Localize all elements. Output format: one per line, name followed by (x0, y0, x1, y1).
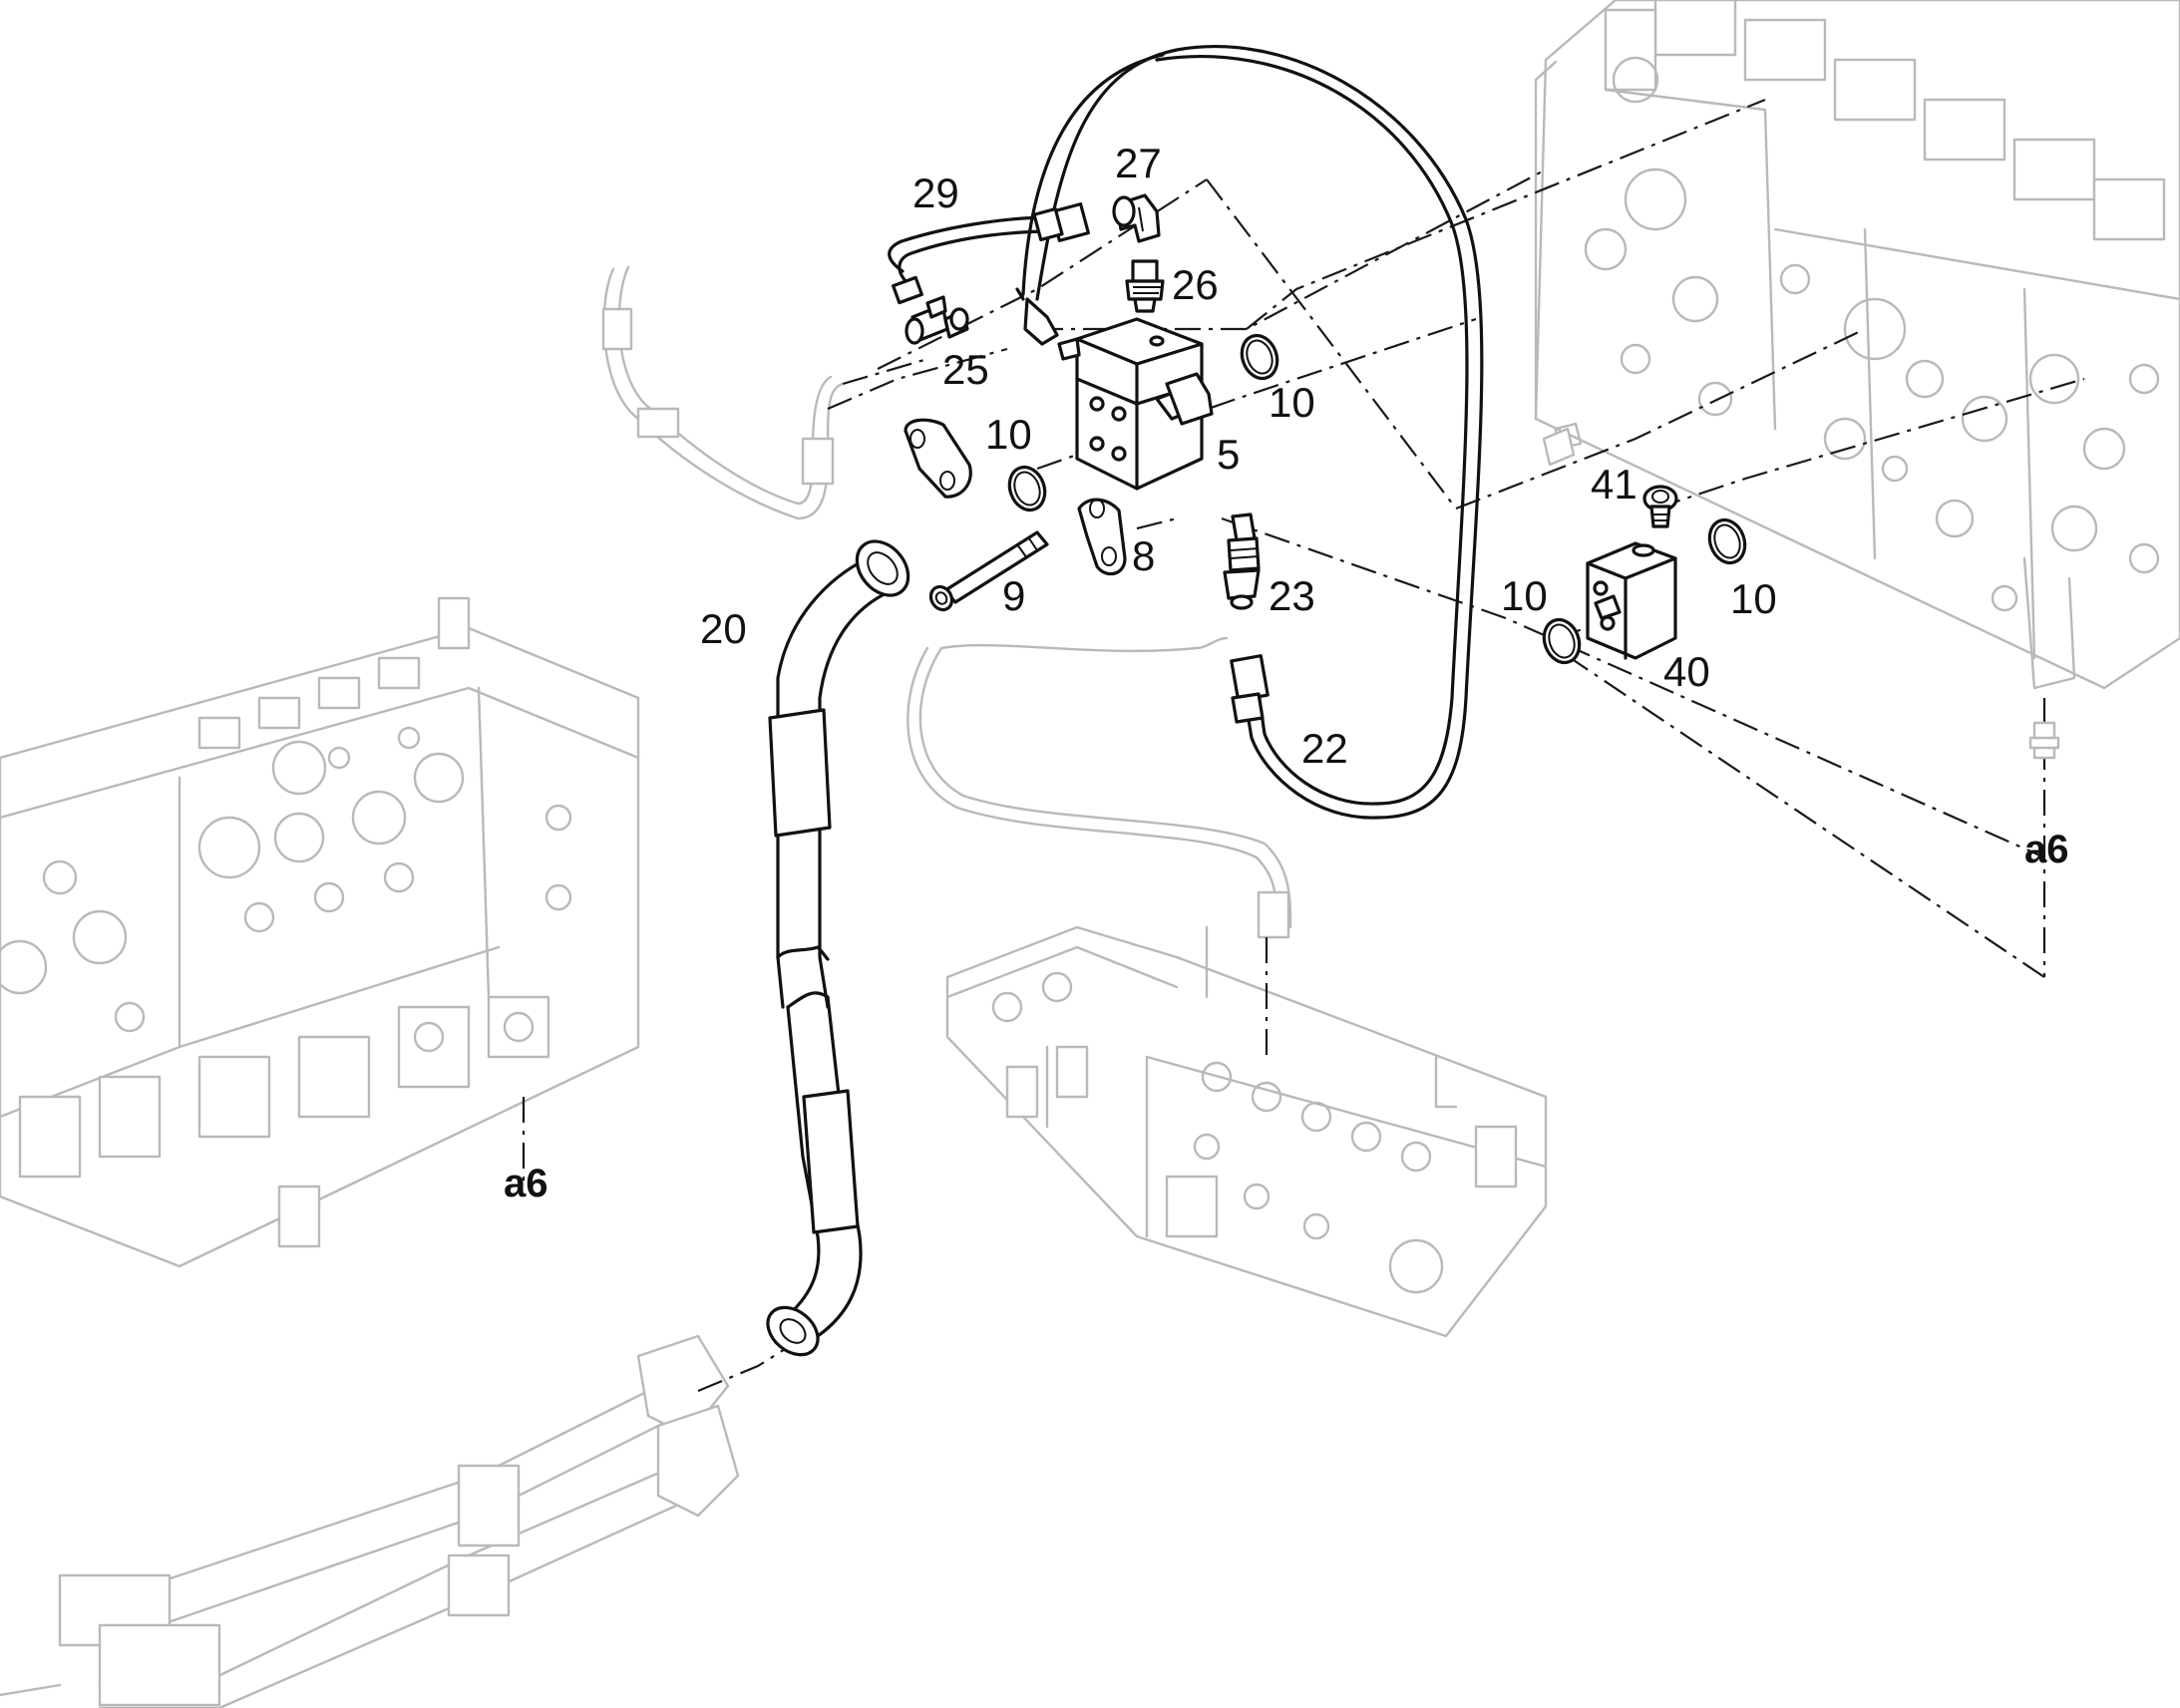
split-flange-8-upper (904, 418, 972, 499)
valve-body-5 (1057, 317, 1214, 491)
main-control-valve-right (1534, 0, 2180, 690)
tee-fitting-25 (905, 295, 969, 345)
callout-10-c: 10 (1501, 572, 1548, 619)
plug-screw-41 (1642, 485, 1678, 528)
o-ring-10-c (1542, 617, 1582, 665)
pump-pipe-assembly (0, 1334, 740, 1708)
split-flange-8-lower (1077, 498, 1127, 576)
control-valve-left (0, 596, 640, 1268)
callout-labels: 29 27 26 25 10 10 5 8 9 20 23 22 41 10 1… (504, 140, 2069, 1205)
callout-8: 8 (1132, 532, 1155, 579)
o-ring-10-d (1707, 517, 1747, 565)
pipe-20 (766, 539, 910, 1357)
o-ring-10-a (1240, 333, 1279, 381)
callout-25: 25 (942, 346, 989, 393)
auxiliary-valve-block (945, 925, 1548, 1338)
callout-23: 23 (1269, 572, 1315, 619)
fitting-23 (1223, 512, 1261, 610)
callout-26: 26 (1172, 261, 1219, 308)
callout-9: 9 (1002, 572, 1025, 619)
callout-41: 41 (1591, 461, 1637, 508)
callout-10-d: 10 (1730, 575, 1777, 622)
callout-40: 40 (1663, 648, 1710, 695)
o-ring-10-b (1007, 465, 1047, 512)
bolt-9 (928, 530, 1049, 612)
elbow-fitting-27 (1112, 193, 1161, 243)
callout-27: 27 (1115, 140, 1162, 186)
ghost-hoses (601, 265, 1292, 939)
hose-29 (888, 202, 1090, 305)
hose-22 (1015, 45, 1484, 820)
callout-10-b: 10 (985, 411, 1032, 458)
ghost-fitting-left (1542, 427, 1576, 467)
reference-a6-left: a6 (504, 1162, 548, 1205)
block-40 (1586, 541, 1677, 660)
callout-20: 20 (700, 605, 747, 652)
callout-29: 29 (912, 170, 959, 216)
callout-22: 22 (1301, 725, 1348, 772)
callout-5: 5 (1217, 431, 1240, 478)
fitting-26 (1125, 259, 1165, 313)
reference-a6-right: a6 (2024, 828, 2069, 871)
callout-10-a: 10 (1269, 379, 1315, 426)
ghost-fitting-a6 (2028, 721, 2060, 760)
